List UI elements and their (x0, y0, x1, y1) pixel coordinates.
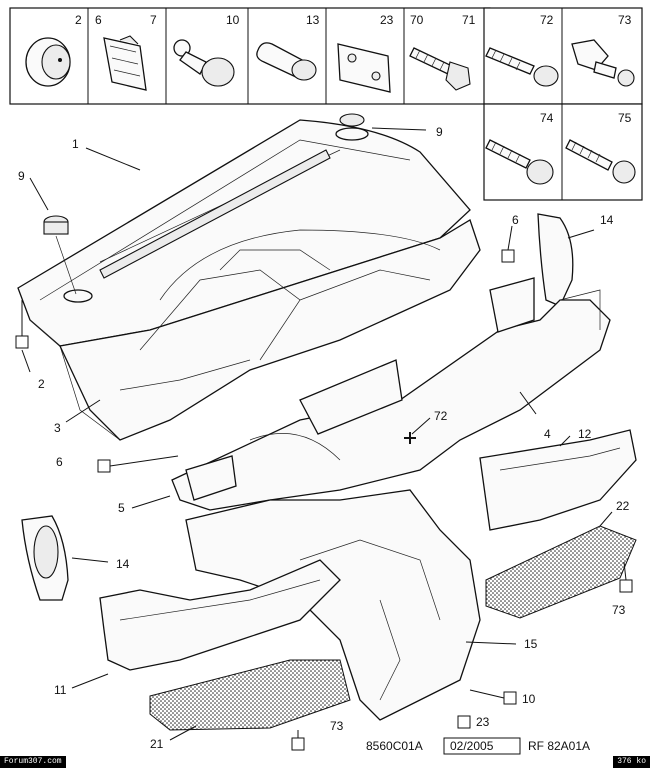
part-cell-23: 23 (337, 13, 394, 93)
callout-15: 15 (524, 637, 538, 651)
part-number-23: 23 (380, 13, 394, 27)
callout-73-lower: 73 (330, 719, 344, 733)
part-cell-13: 13 (256, 13, 320, 81)
callout-73-right: 73 (612, 603, 626, 617)
plug-icon (256, 42, 317, 81)
sensor-cap-9-right (335, 113, 369, 141)
callout-9-right: 9 (436, 125, 443, 139)
callout-lines (21, 127, 627, 741)
ref-date: 02/2005 (450, 739, 494, 753)
reference-footer: 8560C01A 02/2005 RF 82A01A (366, 737, 590, 755)
screw-washer-icon (485, 139, 554, 185)
callout-12: 12 (578, 427, 592, 441)
part-number-7: 7 (150, 13, 157, 27)
callout-10: 10 (522, 692, 536, 706)
under-cover-panel-21 (149, 659, 351, 731)
callout-6-lower: 6 (56, 455, 63, 469)
self-tapping-screw-icon (565, 139, 636, 184)
part-number-74: 74 (540, 111, 554, 125)
callout-72: 72 (434, 409, 448, 423)
part-number-6: 6 (95, 13, 102, 27)
callout-6-upper: 6 (512, 213, 519, 227)
exploded-view: 1 9 9 2 3 6 14 72 4 6 12 5 22 14 73 15 1… (15, 113, 637, 751)
callout-labels: 1 9 9 2 3 6 14 72 4 6 12 5 22 14 73 15 1… (18, 125, 630, 751)
callout-23: 23 (476, 715, 490, 729)
part-cell-74: 74 (485, 111, 554, 185)
part-number-13: 13 (306, 13, 320, 27)
push-rivet-icon (571, 39, 635, 87)
callout-14-upper: 14 (600, 213, 614, 227)
callout-2: 2 (38, 377, 45, 391)
callout-5: 5 (118, 501, 125, 515)
callout-21: 21 (150, 737, 164, 751)
callout-9-left: 9 (18, 169, 25, 183)
bracket-plate-icon (337, 43, 391, 93)
screw-washer-icon (485, 47, 559, 87)
grommet-cap-icon (25, 37, 71, 87)
callout-22: 22 (616, 499, 630, 513)
part-number-10: 10 (226, 13, 240, 27)
plus-marker-icon (404, 432, 416, 444)
side-vent-trim-upper (537, 213, 574, 307)
part-number-75: 75 (618, 111, 632, 125)
sensor-cap-9-left (43, 215, 93, 303)
part-number-72: 72 (540, 13, 554, 27)
part-number-73: 73 (618, 13, 632, 27)
rf-code: RF 82A01A (528, 739, 590, 753)
vent-opening-left (185, 455, 237, 501)
push-stud-icon (173, 39, 235, 87)
watermark-left: Forum307.com (0, 756, 66, 768)
ref-code: 8560C01A (366, 739, 423, 753)
vent-opening-right (489, 277, 535, 333)
part-cell-2: 2 (25, 13, 82, 87)
spring-clip-icon (103, 35, 147, 91)
part-number-2: 2 (75, 13, 82, 27)
callout-14-lower: 14 (116, 557, 130, 571)
part-cell-72: 72 (485, 13, 559, 87)
callout-4: 4 (544, 427, 551, 441)
watermark-right: 376 ko (613, 756, 650, 768)
part-cell-6-7: 6 7 (95, 13, 157, 91)
vent-opening-center (299, 359, 403, 435)
fastener-parts-table: 2 6 7 10 (9, 7, 643, 201)
callout-boxes (15, 249, 633, 751)
callout-11: 11 (54, 683, 67, 697)
dashboard-main-body (59, 219, 481, 441)
callout-3: 3 (54, 421, 61, 435)
part-cell-10: 10 (173, 13, 240, 87)
part-cell-75: 75 (565, 111, 636, 184)
callout-1: 1 (72, 137, 79, 151)
lower-dashboard-11 (99, 559, 341, 671)
part-number-71: 71 (462, 13, 476, 27)
glovebox-support-12 (479, 429, 637, 531)
hex-bolt-icon (409, 47, 471, 91)
part-number-70: 70 (410, 13, 424, 27)
part-cell-73: 73 (571, 13, 635, 87)
part-cell-70-71: 70 71 (409, 13, 476, 91)
defrost-vent (99, 149, 331, 279)
